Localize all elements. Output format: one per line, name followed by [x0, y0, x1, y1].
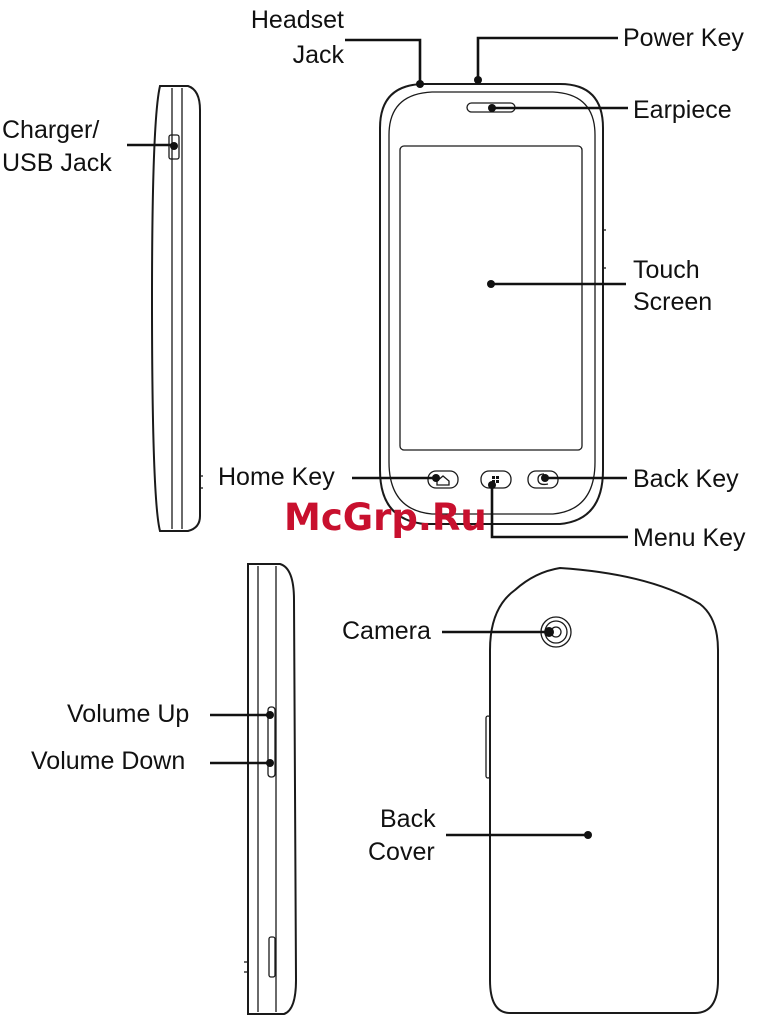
home-key-label: Home Key [218, 463, 335, 491]
back-key-label: Back Key [633, 465, 739, 493]
power-key-label: Power Key [623, 24, 744, 52]
camera-label: Camera [342, 617, 431, 645]
headset-label-line2: Jack [293, 41, 345, 69]
back-view [486, 568, 718, 1013]
headset-label-line1: Headset [251, 6, 344, 34]
volume-down-label: Volume Down [31, 747, 185, 775]
side-view-left-edge [152, 86, 203, 531]
touch-screen-label-line1: Touch [633, 256, 700, 284]
earpiece-label: Earpiece [633, 96, 732, 124]
volume-up-label: Volume Up [67, 700, 189, 728]
charger-label-line1: Charger/ [2, 116, 99, 144]
charger-label-line2: USB Jack [2, 149, 112, 177]
touch-screen-panel [400, 146, 582, 450]
leader-lines [127, 38, 628, 839]
back-cover-label-line2: Cover [368, 838, 435, 866]
watermark: McGrp.Ru [284, 496, 487, 539]
menu-icon [492, 476, 495, 479]
side-view-right-edge [244, 564, 296, 1014]
side-slot [269, 937, 275, 977]
back-cover-label-line1: Back [380, 805, 436, 833]
front-view [380, 84, 606, 524]
touch-screen-label-line2: Screen [633, 288, 712, 316]
menu-key-button [481, 471, 511, 488]
menu-key-label: Menu Key [633, 524, 746, 552]
